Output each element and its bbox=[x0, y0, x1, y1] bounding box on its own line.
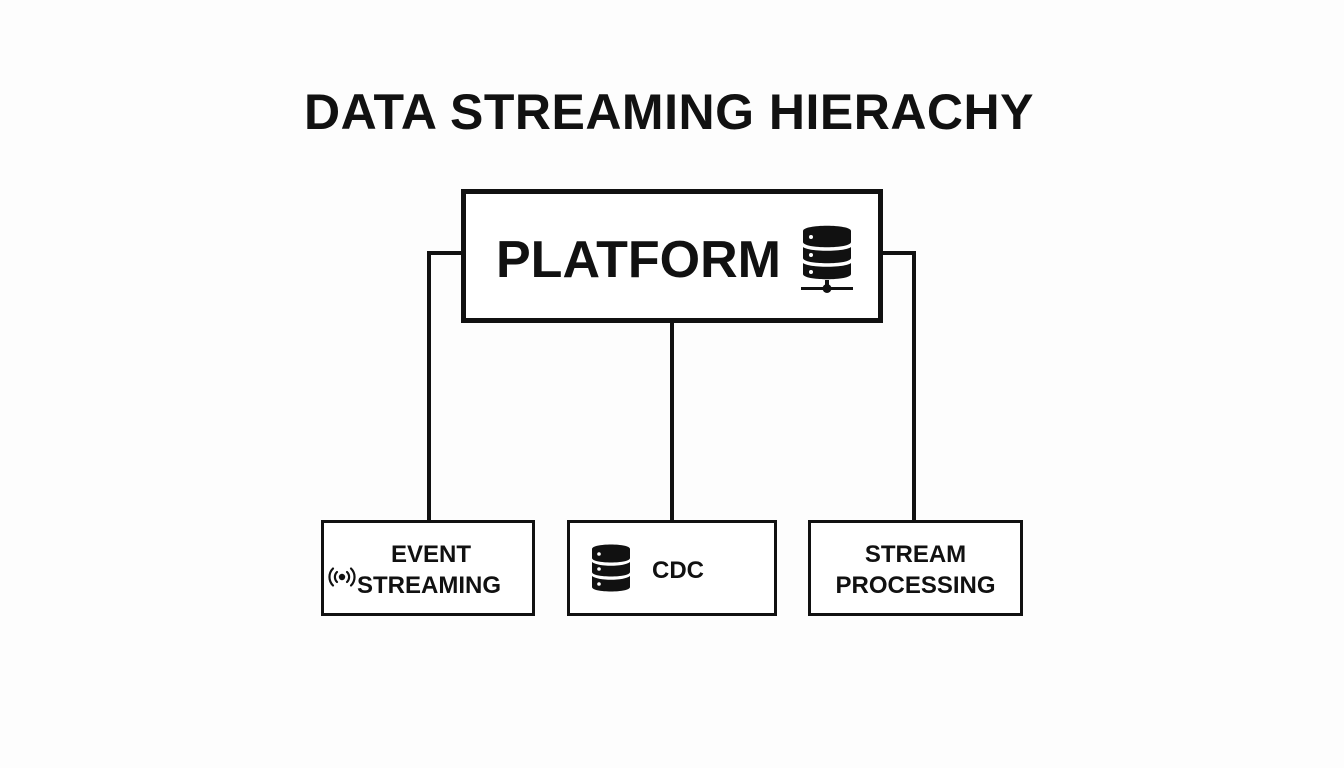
broadcast-wave-icon bbox=[328, 567, 356, 587]
stream-processing-label-line2: PROCESSING bbox=[835, 572, 996, 599]
cdc-node: CDC bbox=[567, 520, 777, 616]
cdc-label: CDC bbox=[652, 557, 704, 584]
diagram-title: DATA STREAMING HIERACHY bbox=[303, 84, 1034, 140]
stream-processing-node: STREAM PROCESSING bbox=[808, 520, 1023, 616]
platform-label: PLATFORM bbox=[496, 231, 781, 289]
platform-node: PLATFORM bbox=[461, 189, 883, 323]
connector-root-to-stream bbox=[879, 251, 916, 524]
event-streaming-node: EVENT STREAMING bbox=[321, 520, 535, 616]
event-streaming-label: EVENT STREAMING bbox=[354, 539, 504, 601]
database-server-icon bbox=[801, 225, 853, 293]
stream-processing-label-line1: STREAM bbox=[864, 541, 967, 568]
database-icon bbox=[592, 544, 630, 592]
event-streaming-label-line1: EVENT bbox=[390, 541, 471, 568]
connector-root-to-event bbox=[427, 251, 465, 524]
event-streaming-label-line2: STREAMING bbox=[357, 572, 501, 599]
stream-processing-label: STREAM PROCESSING bbox=[811, 539, 1020, 601]
